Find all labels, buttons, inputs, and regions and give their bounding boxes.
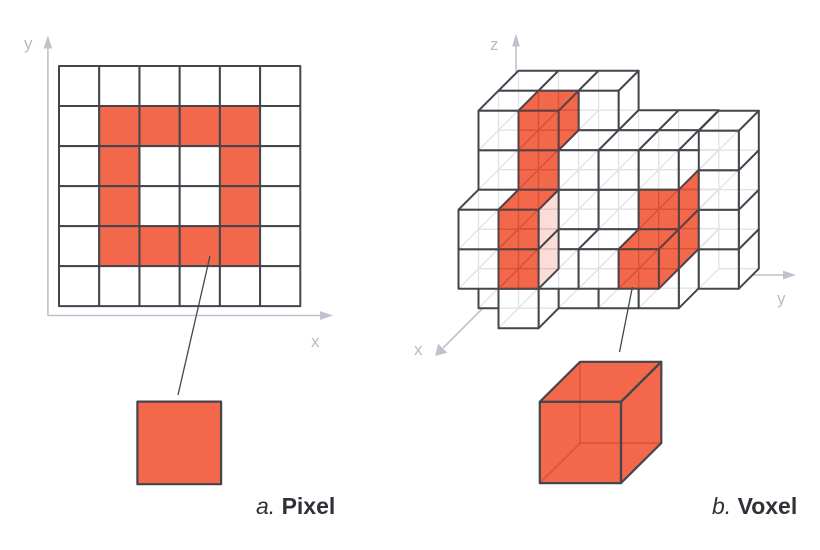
- svg-text:y: y: [777, 289, 786, 308]
- svg-text:y: y: [24, 34, 33, 53]
- svg-text:z: z: [490, 35, 499, 54]
- svg-text:b. Voxel: b. Voxel: [712, 493, 797, 519]
- svg-text:x: x: [311, 332, 320, 351]
- svg-text:x: x: [414, 340, 423, 359]
- svg-text:a. Pixel: a. Pixel: [256, 493, 335, 519]
